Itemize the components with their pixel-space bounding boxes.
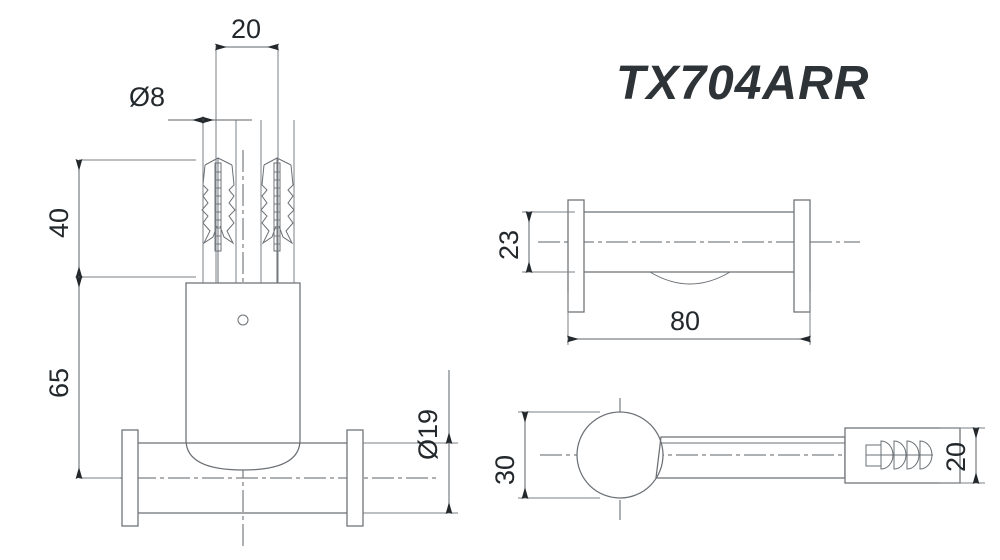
dimension-65-label: 65 <box>44 368 74 398</box>
dimension-40-label: 40 <box>44 208 74 238</box>
screw-thread-3 <box>906 440 920 470</box>
side-elevation-view: 23 80 <box>494 199 860 345</box>
dimension-20-top-label: 20 <box>231 14 261 44</box>
dimension-65: 65 <box>44 276 120 479</box>
wall-anchor-left <box>201 157 236 283</box>
right-end-flange <box>346 429 364 527</box>
dimension-d8: Ø8 <box>129 82 252 124</box>
anchor-left-wing-left <box>201 164 218 245</box>
dimension-d8-label: Ø8 <box>129 82 165 112</box>
side-right-flange <box>793 199 811 313</box>
left-end-flange <box>121 429 139 527</box>
dimension-23-label: 23 <box>494 230 524 260</box>
part-number-title: TX704ARR <box>616 57 869 110</box>
dimension-20-right: 20 <box>940 427 985 484</box>
body-hole-detail <box>237 314 249 326</box>
anchor-left-wing-right <box>219 164 236 245</box>
side-body-bulge <box>649 271 731 285</box>
anchor-right-wing-right <box>278 164 295 245</box>
plan-body-circle <box>576 411 664 499</box>
dimension-d19-label: Ø19 <box>413 409 443 460</box>
dimension-d19: Ø19 <box>363 370 458 514</box>
dimension-30-label: 30 <box>490 455 520 485</box>
body-outline <box>185 282 301 471</box>
plan-screw-detail <box>865 440 933 470</box>
screw-thread-4 <box>919 440 933 470</box>
anchor-right-wing-left <box>260 164 277 245</box>
dimension-20-top: 20 <box>215 14 279 51</box>
dimension-20-right-label: 20 <box>941 442 971 472</box>
dimension-40: 40 <box>44 159 196 278</box>
side-left-flange <box>567 199 585 313</box>
dimension-30: 30 <box>490 411 600 499</box>
front-elevation-view: 20 Ø8 40 65 Ø19 <box>44 14 458 548</box>
wall-anchor-right <box>260 157 295 283</box>
dimension-80: 80 <box>567 292 811 345</box>
dimension-80-label: 80 <box>670 306 700 336</box>
plan-view: 30 20 <box>490 398 985 520</box>
dimension-23: 23 <box>494 211 575 273</box>
screw-thread-1 <box>880 440 894 470</box>
screw-thread-2 <box>893 440 907 470</box>
